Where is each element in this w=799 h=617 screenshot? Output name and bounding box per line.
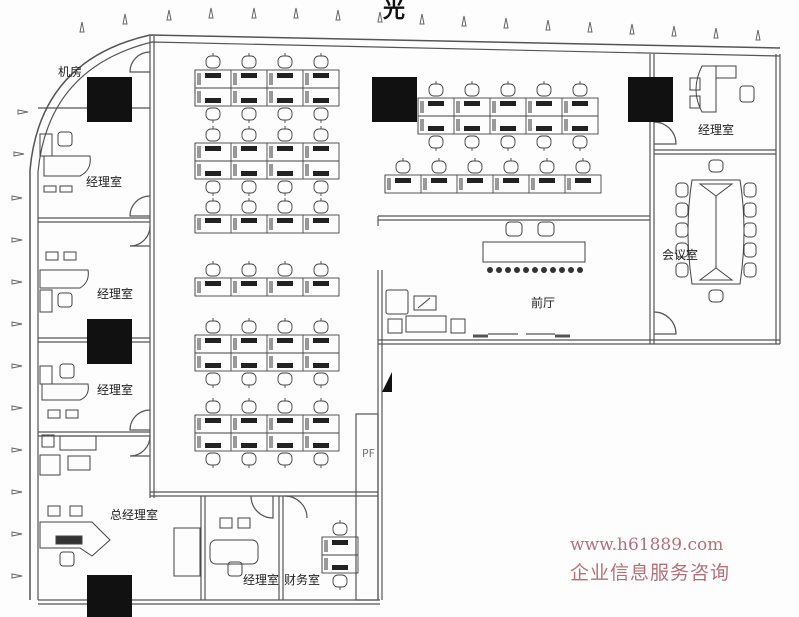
lobby-sofa-set	[385, 289, 466, 334]
workstation-clusters	[194, 53, 602, 590]
office-desks	[39, 65, 755, 577]
column	[372, 77, 417, 122]
meeting-chairs	[675, 159, 757, 303]
watermark-tagline: 企业信息服务咨询	[570, 562, 731, 584]
room-label-meeting-room: 会议室	[662, 248, 699, 262]
stair-marker	[382, 372, 392, 392]
room-label-manager-office-2: 经理室	[97, 287, 134, 301]
column	[87, 77, 132, 122]
column	[87, 575, 132, 617]
room-label-lobby: 前厅	[531, 296, 556, 310]
room-label-pf: PF	[362, 447, 375, 460]
workstation-cluster	[321, 520, 359, 590]
room-label-server-room: 机房	[58, 65, 83, 79]
room-label-manager-office-4: 经理室	[243, 573, 280, 587]
room-label-manager-office-1: 经理室	[86, 175, 123, 189]
workstation-cluster	[417, 81, 599, 151]
workstation-cluster	[194, 198, 340, 234]
column	[628, 77, 673, 122]
meeting-table	[687, 179, 745, 285]
structural-columns	[87, 77, 673, 617]
plan-title-fragment: 光	[383, 0, 406, 23]
workstation-cluster	[384, 158, 602, 194]
workstation-cluster	[194, 318, 340, 388]
watermark-url: www.h61889.com	[570, 535, 724, 555]
room-label-manager-office-5: 经理室	[698, 123, 735, 137]
workstation-cluster	[194, 126, 340, 196]
room-label-finance-office: 财务室	[284, 573, 321, 587]
workstation-cluster	[194, 261, 340, 297]
workstation-cluster	[194, 398, 340, 468]
column	[87, 319, 132, 364]
room-label-general-manager-office: 总经理室	[110, 508, 159, 522]
reception-desk	[482, 221, 586, 273]
workstation-cluster	[194, 53, 340, 123]
room-label-manager-office-3: 经理室	[97, 383, 134, 397]
facade-mullions	[11, 7, 761, 579]
